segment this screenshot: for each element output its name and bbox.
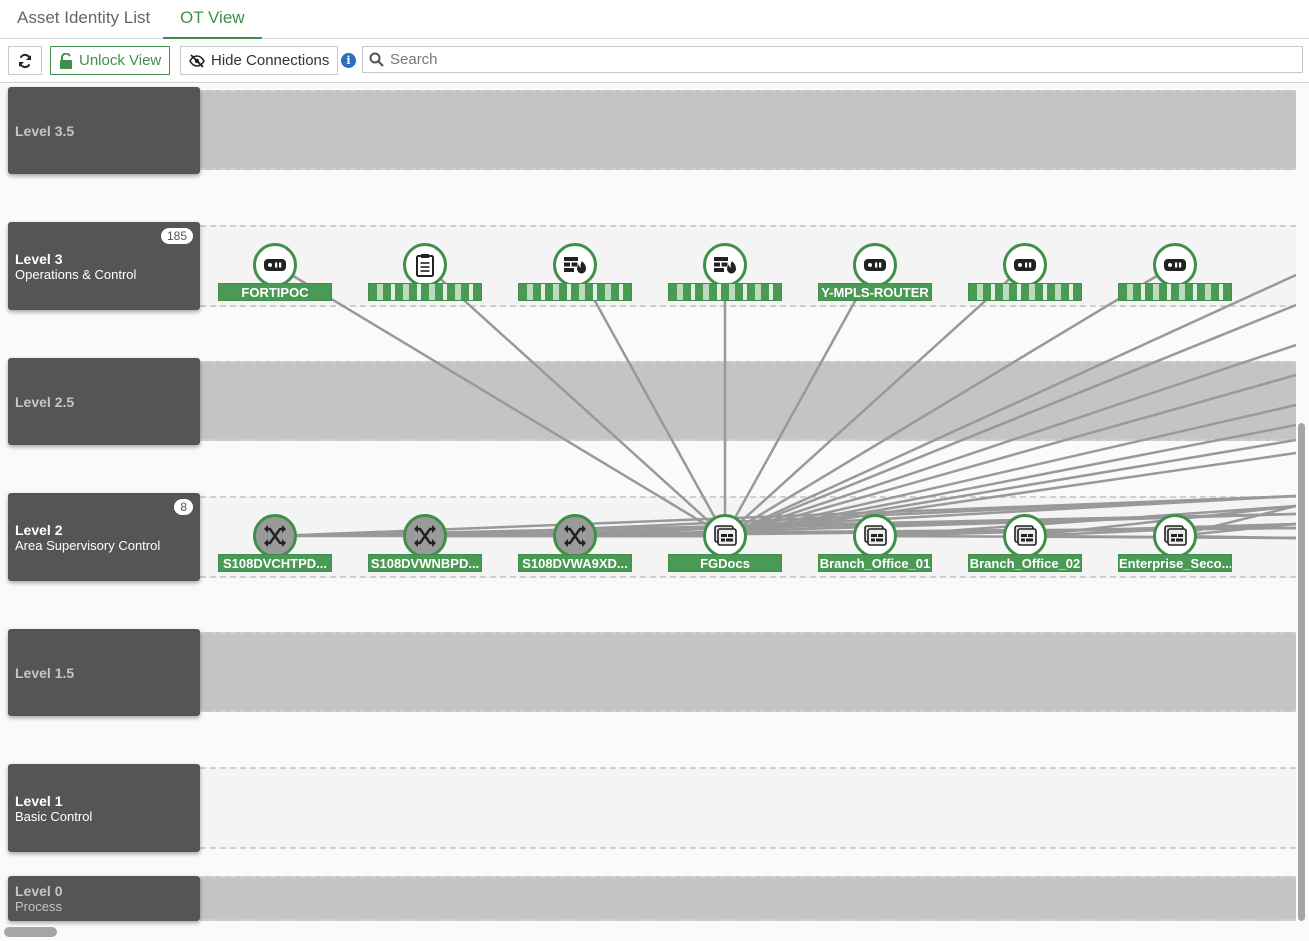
- asset-label[interactable]: FGDocs: [668, 554, 782, 572]
- level-title: Level 1.5: [15, 664, 75, 681]
- connection-line: [274, 263, 726, 538]
- asset-count-badge: 8: [174, 499, 193, 515]
- asset-label[interactable]: [968, 283, 1082, 301]
- unlock-view-label: Unlock View: [79, 52, 162, 69]
- asset-node[interactable]: [1153, 514, 1197, 558]
- tab-bar: Asset Identity List OT View: [0, 0, 1309, 39]
- asset-node[interactable]: [853, 243, 897, 287]
- asset-label[interactable]: Branch_Office_02: [968, 554, 1082, 572]
- level-title: Level 1: [15, 792, 63, 809]
- asset-node[interactable]: [1003, 243, 1047, 287]
- unlock-view-button[interactable]: Unlock View: [50, 46, 171, 75]
- unlock-icon: [59, 52, 73, 69]
- asset-label[interactable]: S108DVWA9XD...: [518, 554, 632, 572]
- level-card[interactable]: Level 1.5: [8, 629, 200, 716]
- refresh-icon: [17, 53, 33, 69]
- tab-asset-identity-list[interactable]: Asset Identity List: [17, 8, 151, 27]
- connection-line: [724, 343, 1296, 538]
- router-icon: [261, 251, 289, 279]
- asset-node[interactable]: [553, 243, 597, 287]
- level-title: Level 0: [15, 883, 63, 899]
- switch-icon: [561, 522, 589, 550]
- asset-label[interactable]: Branch_Office_01: [818, 554, 932, 572]
- ot-topology-canvas[interactable]: FORTIPOC Y-MPLS-ROUTER S108DVCHTPD... S108D…: [0, 84, 1309, 941]
- asset-node[interactable]: [853, 514, 897, 558]
- asset-node[interactable]: [703, 243, 747, 287]
- switch-icon: [411, 522, 439, 550]
- level-band: [200, 876, 1296, 921]
- connection-line: [723, 264, 877, 537]
- refresh-button[interactable]: [8, 46, 42, 75]
- firewall-stack-icon: [861, 522, 889, 550]
- connection-line: [724, 263, 1176, 538]
- router-icon: [1011, 251, 1039, 279]
- asset-label[interactable]: [518, 283, 632, 301]
- asset-label[interactable]: [1118, 283, 1232, 301]
- level-band: [200, 632, 1296, 712]
- connection-line: [724, 303, 1296, 538]
- firewall-stack-icon: [1011, 522, 1039, 550]
- hide-connections-label: Hide Connections: [211, 52, 330, 69]
- search-box[interactable]: [362, 46, 1303, 73]
- asset-node[interactable]: [1153, 243, 1197, 287]
- connection-line: [724, 273, 1296, 538]
- connection-line: [574, 494, 1296, 538]
- asset-label[interactable]: Enterprise_Seco...: [1118, 554, 1232, 572]
- switch-icon: [261, 522, 289, 550]
- asset-node[interactable]: [403, 243, 447, 287]
- asset-node[interactable]: [253, 514, 297, 558]
- asset-node[interactable]: [703, 514, 747, 558]
- level-title: Level 3: [15, 250, 63, 267]
- firewall-stack-icon: [711, 522, 739, 550]
- level-subtitle: Process: [15, 899, 62, 914]
- router-icon: [1161, 251, 1189, 279]
- level-title: Level 2: [15, 521, 63, 538]
- info-icon[interactable]: i: [341, 53, 356, 68]
- level-subtitle: Operations & Control: [15, 266, 137, 282]
- eye-slash-icon: [189, 53, 205, 68]
- level-card[interactable]: Level 3.5: [8, 87, 200, 174]
- connection-line: [724, 438, 1296, 538]
- asset-label[interactable]: S108DVCHTPD...: [218, 554, 332, 572]
- search-input[interactable]: [390, 51, 1270, 68]
- connection-line: [573, 264, 727, 537]
- connection-line: [724, 264, 1026, 537]
- level-band: [200, 90, 1296, 170]
- level-title: Level 2.5: [15, 393, 75, 410]
- connection-line: [874, 504, 1296, 538]
- hide-connections-button[interactable]: Hide Connections: [180, 46, 339, 75]
- asset-label[interactable]: FORTIPOC: [218, 283, 332, 301]
- router-icon: [861, 251, 889, 279]
- asset-label[interactable]: Y-MPLS-ROUTER: [818, 283, 932, 301]
- asset-label[interactable]: [668, 283, 782, 301]
- asset-count-badge: 185: [160, 228, 193, 244]
- asset-node[interactable]: [253, 243, 297, 287]
- asset-node[interactable]: [553, 514, 597, 558]
- connection-line: [424, 264, 726, 537]
- firewall-icon: [711, 251, 739, 279]
- tab-ot-view[interactable]: OT View: [163, 0, 262, 39]
- clipboard-icon: [411, 251, 439, 279]
- firewall-icon: [561, 251, 589, 279]
- level-subtitle: Area Supervisory Control: [15, 537, 161, 553]
- level-card[interactable]: Level 2.5: [8, 358, 200, 445]
- level-subtitle: Basic Control: [15, 808, 93, 824]
- vertical-scrollbar[interactable]: [1298, 423, 1305, 921]
- asset-label[interactable]: S108DVWNBPD...: [368, 554, 482, 572]
- horizontal-scrollbar[interactable]: [4, 927, 57, 937]
- search-icon: [369, 52, 384, 67]
- level-title: Level 3.5: [15, 122, 75, 139]
- asset-label[interactable]: [368, 283, 482, 301]
- level-band: [200, 767, 1296, 849]
- asset-node[interactable]: [403, 514, 447, 558]
- connection-line: [724, 373, 1296, 538]
- firewall-stack-icon: [1161, 522, 1189, 550]
- asset-node[interactable]: [1003, 514, 1047, 558]
